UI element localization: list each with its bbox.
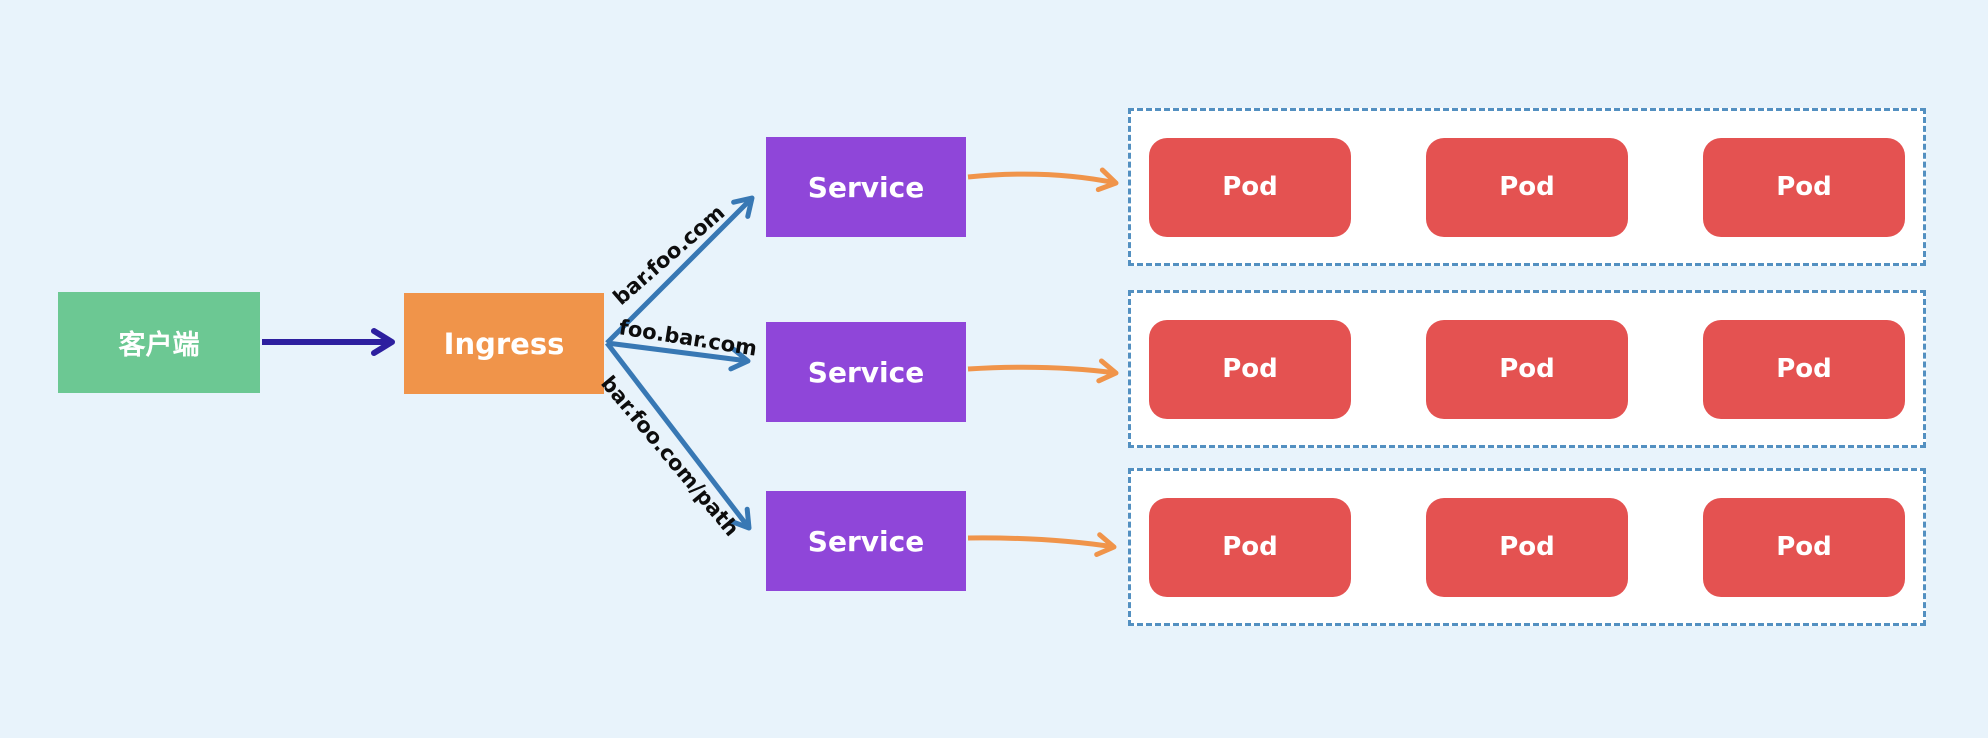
- pod-node: Pod: [1703, 137, 1905, 237]
- pod-node: Pod: [1703, 497, 1905, 597]
- pod-label: Pod: [1499, 532, 1555, 562]
- route-label-bar-foo-com-path: bar.foo.com/path: [596, 371, 744, 541]
- pod-label: Pod: [1222, 354, 1278, 384]
- service-node-3: Service: [766, 491, 966, 591]
- pod-label: Pod: [1499, 354, 1555, 384]
- route-label-foo-bar-com: foo.bar.com: [617, 315, 759, 361]
- ingress-label: Ingress: [443, 326, 565, 361]
- pod-node: Pod: [1426, 319, 1628, 419]
- arrow-service-2-to-pods: [967, 358, 1119, 384]
- pod-node: Pod: [1149, 319, 1351, 419]
- service-label: Service: [807, 170, 925, 204]
- service-label: Service: [807, 524, 925, 558]
- pod-label: Pod: [1499, 172, 1555, 202]
- pod-node: Pod: [1426, 497, 1628, 597]
- pod-node: Pod: [1703, 319, 1905, 419]
- pod-group-2: Pod Pod Pod: [1128, 290, 1926, 448]
- pod-group-1: Pod Pod Pod: [1128, 108, 1926, 266]
- pod-node: Pod: [1149, 497, 1351, 597]
- pod-node: Pod: [1426, 137, 1628, 237]
- service-label: Service: [807, 355, 925, 389]
- pod-group-3: Pod Pod Pod: [1128, 468, 1926, 626]
- arrow-ingress-to-service-3: [605, 341, 752, 531]
- ingress-node: Ingress: [404, 293, 604, 394]
- service-node-2: Service: [766, 322, 966, 422]
- pod-label: Pod: [1222, 172, 1278, 202]
- client-node: 客户端: [58, 292, 260, 393]
- pod-label: Pod: [1222, 532, 1278, 562]
- pod-label: Pod: [1776, 532, 1832, 562]
- pod-label: Pod: [1776, 172, 1832, 202]
- client-label: 客户端: [118, 330, 200, 361]
- service-node-1: Service: [766, 137, 966, 237]
- arrow-service-3-to-pods: [967, 532, 1117, 557]
- route-label-bar-foo-com: bar.foo.com: [608, 200, 730, 310]
- pod-node: Pod: [1149, 137, 1351, 237]
- pod-label: Pod: [1776, 354, 1832, 384]
- arrow-service-1-to-pods: [967, 167, 1119, 193]
